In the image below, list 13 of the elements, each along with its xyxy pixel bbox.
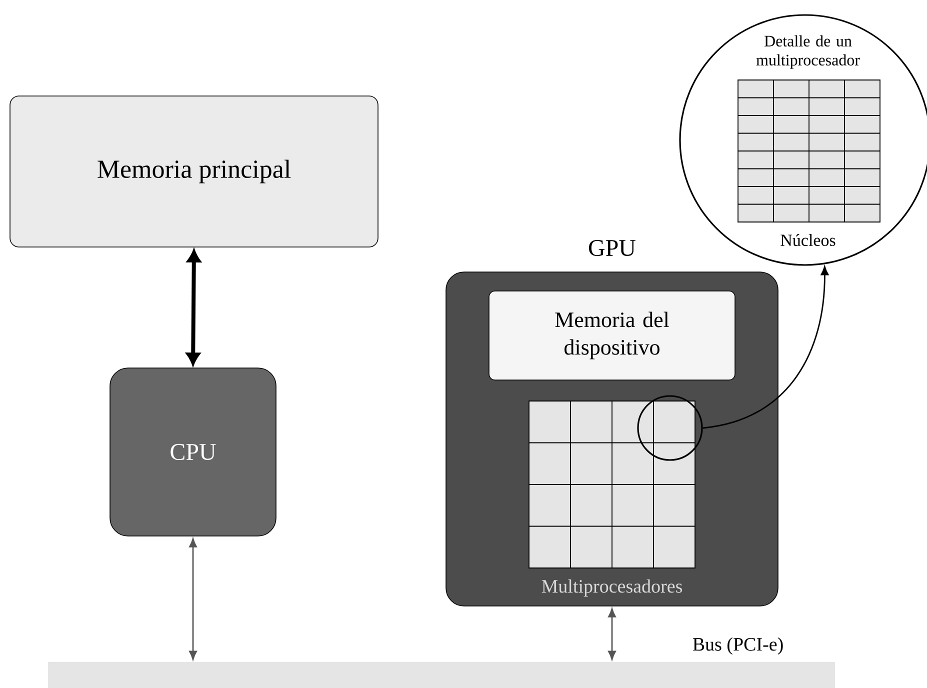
- cpu-box: CPU: [110, 368, 276, 536]
- zoom-circle: [637, 395, 703, 461]
- bus-bar: [48, 662, 835, 688]
- arrow: [608, 608, 616, 660]
- memory-box: Memoria principal: [10, 96, 378, 248]
- memory-box: Memoria del dispositivo: [488, 290, 736, 380]
- edge-label: Bus (PCI-e): [692, 637, 783, 655]
- node-label: GPU: [588, 240, 636, 256]
- multiprocessor-grid: Multiprocesadores: [528, 400, 696, 597]
- arrow: [702, 266, 829, 429]
- arrow: [189, 538, 197, 660]
- arrow: [186, 250, 201, 365]
- node-label: Multiprocesadores: [542, 579, 682, 597]
